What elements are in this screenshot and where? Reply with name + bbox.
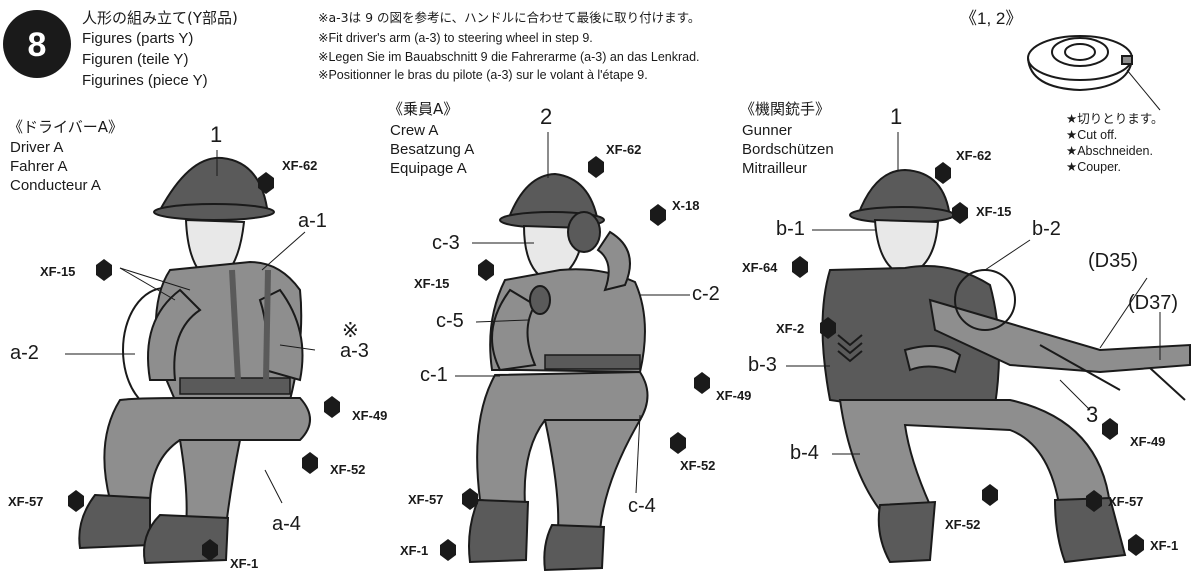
cut-line-fr: ★Couper.: [1066, 160, 1121, 174]
step-title-en: Figures (parts Y): [82, 30, 194, 47]
step-number: 8: [27, 26, 47, 64]
step-title-fr: Figurines (piece Y): [82, 72, 208, 89]
step-badge-icon: [3, 10, 71, 78]
driver-heading-jp: 《ドライバーA》: [8, 118, 123, 136]
driver-label-a2: a-2: [10, 342, 39, 364]
crew-heading-de: Besatzung A: [390, 141, 475, 158]
gunner-label-b2: b-2: [1032, 218, 1061, 240]
driver-label-a3: a-3: [340, 340, 369, 362]
driver-heading-fr: Conducteur A: [10, 177, 101, 194]
crew-tag-xf49: XF-49: [716, 388, 752, 403]
cutoff-leader-line: [1126, 69, 1161, 111]
step-title-de: Figuren (teile Y): [82, 51, 189, 68]
crew-label-c4: c-4: [628, 495, 656, 517]
crew-label-c5: c-5: [436, 310, 464, 332]
gunner-tag-xf1: XF-1: [1150, 538, 1179, 553]
note-de: ※Legen Sie im Bauabschnitt 9 die Fahrera…: [318, 50, 700, 64]
gunner-tag-xf57: XF-57: [1108, 494, 1144, 509]
gunner-tag-xf64: XF-64: [742, 260, 778, 275]
gunner-label-b1: b-1: [776, 218, 805, 240]
driver-tag-xf1: XF-1: [230, 556, 259, 571]
leader-lines: [65, 132, 1161, 504]
crew-tag-x18: X-18: [672, 198, 700, 213]
gunner-tag-xf2: XF-2: [776, 321, 805, 336]
crew-part-number: 2: [540, 104, 553, 129]
paint-markers: [68, 156, 1144, 561]
crew-heading-en: Crew A: [390, 122, 439, 139]
crew-tag-xf57: XF-57: [408, 492, 444, 507]
gunner-label-b3: b-3: [748, 354, 777, 376]
driver-label-a4: a-4: [272, 513, 301, 535]
gunner-tag-xf49: XF-49: [1130, 434, 1166, 449]
crew-tag-xf1: XF-1: [400, 543, 429, 558]
inset-title: 《1, 2》: [960, 9, 1023, 28]
driver-tag-xf52: XF-52: [330, 462, 366, 477]
gunner-heading-fr: Mitrailleur: [742, 160, 808, 177]
gunner-gun-part-number: 3: [1086, 402, 1099, 427]
gunner-variant-d35: (D35): [1088, 250, 1139, 272]
note-fr: ※Positionner le bras du pilote (a-3) sur…: [318, 68, 648, 82]
cut-line-en: ★Cut off.: [1066, 128, 1118, 142]
crew-heading-fr: Equipage A: [390, 160, 467, 177]
cut-line-jp: ★切りとります。: [1066, 111, 1164, 126]
driver-tag-xf49: XF-49: [352, 408, 388, 423]
driver-tag-xf57: XF-57: [8, 494, 44, 509]
cut-line-de: ★Abschneiden.: [1066, 144, 1153, 158]
gunner-part-number: 1: [890, 104, 903, 129]
crew-label-c1: c-1: [420, 364, 448, 386]
driver-part-number: 1: [210, 122, 223, 147]
driver-tag-xf15: XF-15: [40, 264, 76, 279]
driver-figure: [78, 156, 311, 565]
gunner-heading-en: Gunner: [742, 122, 793, 139]
crew-tag-xf15: XF-15: [414, 276, 450, 291]
crew-heading-jp: 《乗員A》: [388, 100, 459, 118]
crew-tag-xf62: XF-62: [606, 142, 642, 157]
crew-tag-xf52: XF-52: [680, 458, 716, 473]
crew-label-c3: c-3: [432, 232, 460, 254]
driver-heading-de: Fahrer A: [10, 158, 68, 175]
cutoff-part-icon: [1027, 35, 1133, 92]
driver-label-a1: a-1: [298, 210, 327, 232]
gunner-figure: [821, 168, 1191, 564]
gunner-tag-xf15: XF-15: [976, 204, 1012, 219]
gunner-label-b4: b-4: [790, 442, 819, 464]
crew-figure: [468, 172, 649, 572]
gunner-heading-de: Bordschützen: [742, 141, 834, 158]
gunner-tag-xf62: XF-62: [956, 148, 992, 163]
crew-label-c2: c-2: [692, 283, 720, 305]
note-jp: ※a-3は 9 の図を参考に、ハンドルに合わせて最後に取り付けます。: [318, 10, 701, 25]
note-en: ※Fit driver's arm (a-3) to steering whee…: [318, 31, 593, 45]
step-title-jp: 人形の組み立て(Y部品): [82, 9, 238, 27]
gunner-tag-xf52: XF-52: [945, 517, 981, 532]
gunner-variant-d37: (D37): [1128, 292, 1179, 314]
gunner-heading-jp: 《機関銃手》: [740, 100, 831, 118]
driver-tag-xf62: XF-62: [282, 158, 318, 173]
driver-heading-en: Driver A: [10, 139, 64, 156]
driver-label-a3-mark: ※: [342, 318, 359, 342]
